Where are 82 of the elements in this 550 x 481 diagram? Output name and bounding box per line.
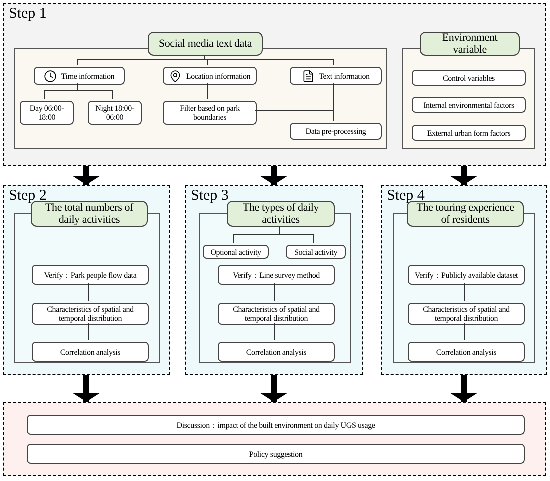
- connector-line: [88, 322, 89, 340]
- group-box: [199, 213, 351, 363]
- process-box: [218, 265, 335, 285]
- box-label: Social media text data: [158, 38, 252, 50]
- header-box: [148, 32, 263, 56]
- process-box: [27, 415, 525, 435]
- box-label: Policy suggestion: [249, 450, 303, 458]
- connector-line: [254, 110, 334, 122]
- box-label: Verify：Park people flow data: [44, 270, 137, 280]
- process-box: [34, 67, 125, 85]
- box-label: Control variables: [443, 74, 495, 82]
- box-label: Discussion：impact of the built environment on daily UGS usage: [176, 420, 376, 430]
- process-box: [218, 303, 335, 325]
- group-box: [14, 48, 387, 149]
- block-arrow: [72, 166, 100, 185]
- box-label: Night 18:00-06:00: [94, 104, 136, 122]
- process-box: [218, 342, 335, 362]
- box-label: External urban form factors: [427, 128, 511, 138]
- box-label: Text information: [319, 72, 370, 80]
- process-box: [163, 101, 257, 125]
- process-box: [408, 342, 525, 362]
- block-arrow: [450, 166, 478, 185]
- connector-line: [88, 282, 89, 302]
- box-label: Time information: [61, 72, 115, 80]
- step-panel: [3, 3, 546, 166]
- box-label: The touring experience of residents: [416, 202, 516, 226]
- header-box: [420, 32, 520, 56]
- process-box: [408, 303, 525, 325]
- header-box: [227, 201, 335, 227]
- process-box: [88, 101, 142, 125]
- block-arrow: [260, 166, 288, 185]
- process-box: [32, 342, 149, 362]
- box-label: Internal environmental factors: [424, 100, 514, 110]
- step-title: Step 1: [9, 5, 47, 23]
- box-label: Optional activity: [210, 248, 262, 256]
- process-box: [27, 444, 525, 464]
- step-panel: [3, 185, 170, 375]
- box-label: Correlation analysis: [60, 348, 121, 356]
- box-label: Characteristics of spatial and temporal distribution: [232, 305, 321, 323]
- process-box: [32, 265, 149, 285]
- box-label: Environment variable: [441, 32, 499, 56]
- box-label: The total numbers of daily activities: [44, 202, 135, 226]
- box-label: Social activity: [294, 248, 338, 256]
- group-box: [393, 213, 535, 363]
- process-box: [412, 97, 526, 113]
- box-label: Verify：Line survey method: [233, 270, 320, 280]
- process-box: [290, 67, 382, 85]
- connector-line: [204, 54, 334, 66]
- box-label: Characteristics of spatial and temporal distribution: [422, 305, 511, 323]
- block-arrow: [260, 375, 288, 402]
- box-label: Day 06:00-18:00: [28, 104, 66, 122]
- connector-line: [280, 226, 314, 244]
- step-title: Step 2: [9, 187, 47, 204]
- box-label: Characteristics of spatial and temporal distribution: [46, 305, 135, 323]
- box-label: Correlation analysis: [246, 348, 307, 356]
- box-label: The types of daily activities: [242, 202, 320, 226]
- step-panel: [381, 185, 547, 375]
- process-box: [290, 123, 382, 140]
- box-label: Verify：Publicly available dataset: [414, 270, 518, 280]
- process-box: [412, 70, 526, 86]
- process-box: [163, 67, 257, 85]
- process-box: [32, 303, 149, 325]
- box-label: Location information: [186, 72, 251, 80]
- process-box: [286, 245, 346, 259]
- box-label: Data pre-processing: [306, 127, 366, 136]
- process-box: [203, 245, 269, 259]
- connector-line: [464, 282, 465, 302]
- process-box: [408, 265, 525, 285]
- step-panel: [185, 185, 363, 375]
- connector-line: [274, 322, 275, 340]
- connector-line: [464, 322, 465, 340]
- box-label: Correlation analysis: [436, 348, 497, 356]
- group-box: [14, 213, 160, 363]
- box-label: Filter based on park boundaries: [179, 104, 241, 122]
- block-arrow: [450, 375, 478, 402]
- block-arrow: [72, 375, 100, 402]
- result-panel: [3, 402, 546, 476]
- step-title: Step 3: [191, 187, 229, 205]
- process-box: [20, 101, 74, 125]
- step-title: Step 4: [387, 187, 425, 204]
- process-box: [412, 125, 526, 141]
- connector-line: [274, 282, 275, 302]
